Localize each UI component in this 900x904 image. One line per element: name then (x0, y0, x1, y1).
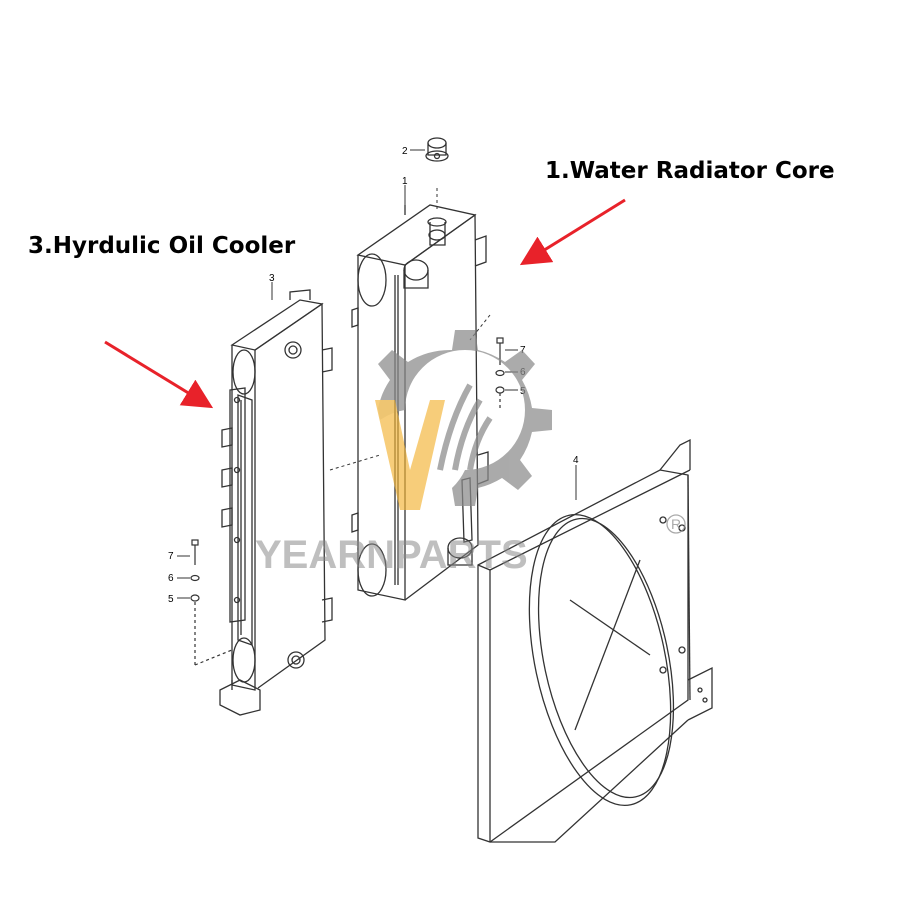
part-number-1: 1 (402, 176, 408, 187)
part-number-7-right: 7 (520, 345, 526, 356)
radiator-cap-part (425, 137, 449, 162)
part-number-7-left: 7 (168, 551, 174, 562)
part-number-4: 4 (573, 455, 579, 466)
hardware-left (190, 539, 233, 666)
fan-shroud-part (477, 438, 713, 843)
logo-y-mark-icon (375, 400, 445, 510)
number-leaders (177, 149, 577, 599)
hardware-right (495, 337, 505, 410)
part-number-3: 3 (269, 273, 275, 284)
arrow-to-oil-cooler (104, 340, 214, 409)
registered-mark: R (671, 516, 681, 532)
logo-stripes-icon (437, 383, 493, 471)
oil-cooler-callout: 3.Hyrdulic Oil Cooler (28, 233, 296, 259)
arrow-to-radiator (519, 198, 626, 266)
gear-icon (378, 330, 552, 506)
callout-arrows (104, 198, 626, 409)
water-radiator-callout: 1.Water Radiator Core (545, 158, 835, 184)
watermark-brand: YEARNPARTS (255, 533, 528, 577)
watermark-logo: YEARNPARTS R (255, 330, 686, 577)
part-number-5-left: 5 (168, 594, 174, 605)
part-number-6-left: 6 (168, 573, 174, 584)
oil-cooler-part (219, 289, 333, 716)
part-number-2: 2 (402, 146, 408, 157)
